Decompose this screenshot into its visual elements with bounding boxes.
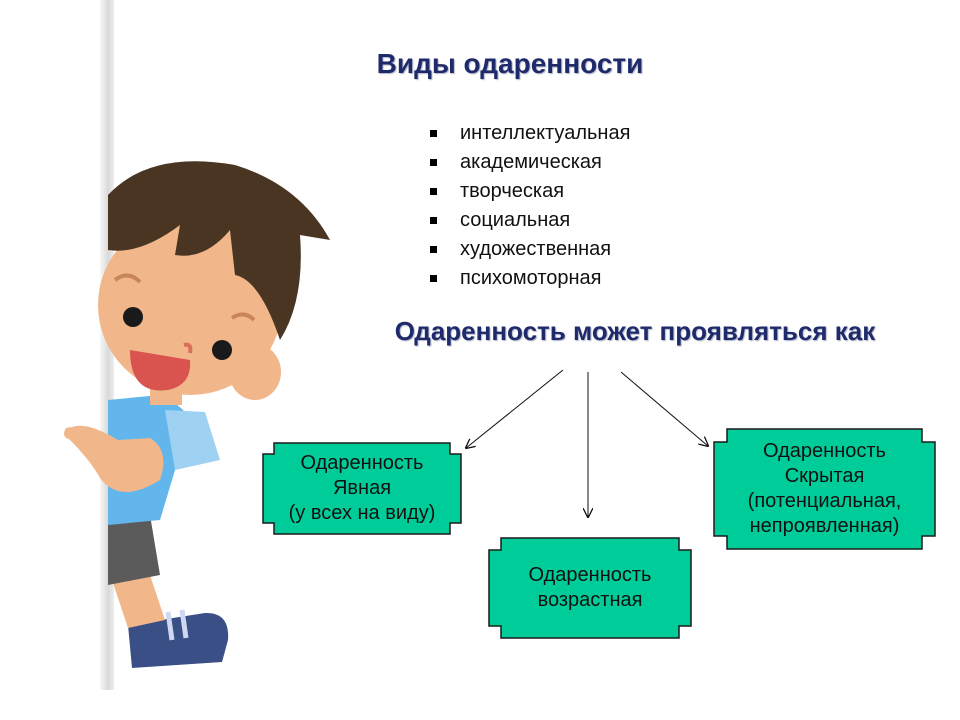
arrow-to-left-box — [466, 369, 564, 448]
box-age-giftedness: Одаренность возрастная — [488, 537, 692, 639]
list-item: интеллектуальная — [428, 119, 630, 148]
arrow-to-right-box — [620, 371, 708, 446]
box-hidden-giftedness: Одаренность Скрытая (потенциальная, непр… — [713, 428, 936, 550]
box-line: (потенциальная, — [747, 490, 902, 512]
box-line: Одаренность — [300, 452, 424, 474]
section-subtitle: Одаренность может проявляться как — [394, 316, 876, 346]
list-item: психомоторная — [428, 264, 630, 293]
box-line: возрастная — [537, 589, 643, 611]
box-line: Одаренность — [528, 564, 652, 586]
box-plate — [488, 537, 692, 639]
box-line: Явная — [332, 477, 392, 499]
boy-illustration — [64, 161, 330, 668]
box-line: Скрытая — [784, 465, 865, 487]
box-line: Одаренность — [763, 440, 886, 462]
list-item: академическая — [428, 148, 630, 177]
box-plate — [713, 428, 936, 550]
list-item: социальная — [428, 206, 630, 235]
box-explicit-giftedness: Одаренность Явная (у всех на виду) — [262, 442, 462, 535]
list-item: художественная — [428, 235, 630, 264]
giftedness-types-list: интеллектуальная академическая творческа… — [428, 119, 630, 293]
box-line: непроявленная) — [749, 515, 900, 537]
page-title: Виды одаренности — [376, 48, 644, 79]
list-item: творческая — [428, 177, 630, 206]
box-line: (у всех на виду) — [288, 502, 436, 524]
box-plate — [262, 442, 462, 535]
